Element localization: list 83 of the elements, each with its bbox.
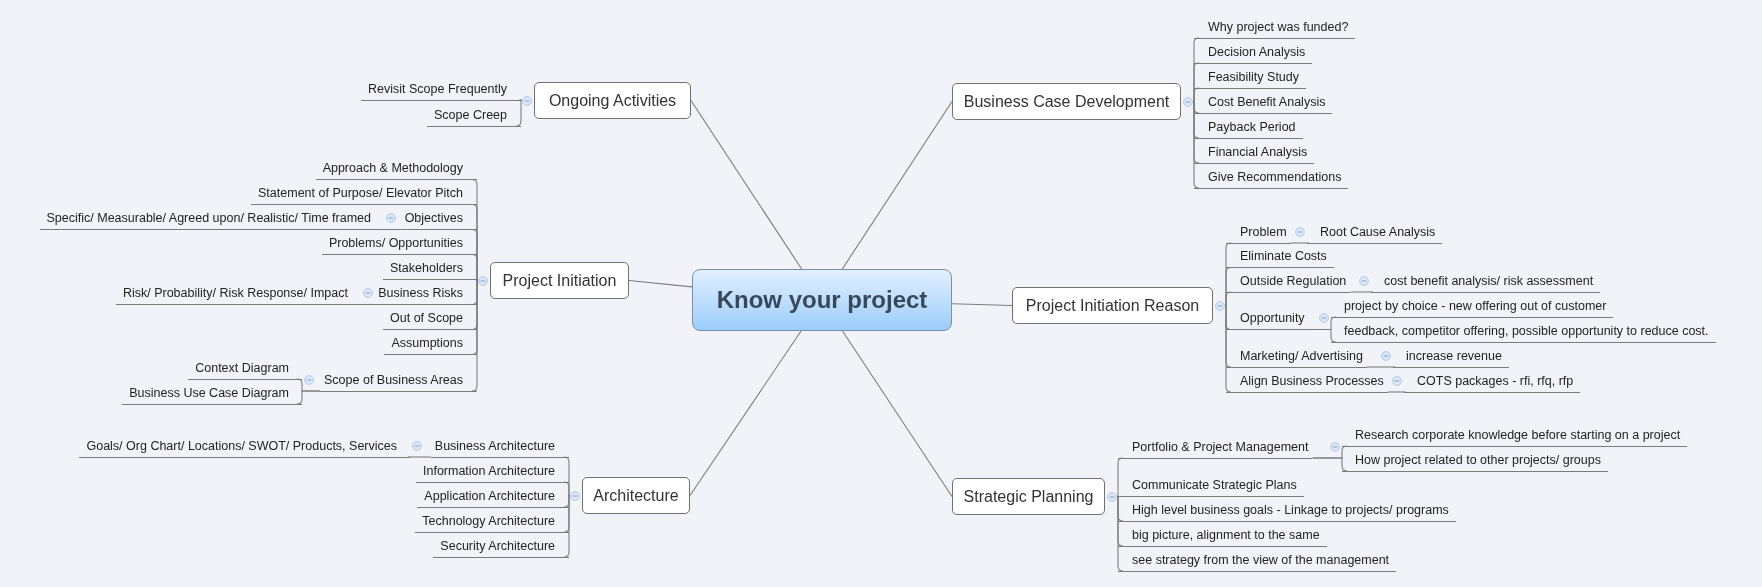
subtopic: Out of Scope bbox=[383, 308, 477, 330]
branch-line bbox=[407, 456, 432, 458]
subtopic: Statement of Purpose/ Elevator Pitch bbox=[251, 183, 477, 205]
subtopic: Risk/ Probability/ Risk Response/ Impact bbox=[115, 283, 361, 305]
subtopic: How project related to other projects/ groups bbox=[1342, 449, 1608, 472]
subtopic: Cost Benefit Analysis bbox=[1194, 91, 1333, 114]
main-topic: Project Initiation Reason bbox=[1012, 287, 1213, 324]
subtopic: Problems/ Opportunities bbox=[321, 233, 477, 255]
main-topic: Business Case Development bbox=[952, 83, 1181, 120]
branch-line bbox=[474, 278, 479, 281]
subtopic: see strategy from the view of the management bbox=[1118, 549, 1397, 572]
branch-line bbox=[1224, 291, 1232, 307]
branch-line bbox=[1349, 291, 1374, 293]
subtopic: Revisit Scope Frequently bbox=[361, 78, 521, 101]
subtopic: Marketing/ Advertising bbox=[1226, 345, 1367, 368]
branch-line bbox=[689, 330, 802, 497]
branch-line bbox=[1311, 457, 1348, 472]
subtopic: Align Business Processes bbox=[1226, 370, 1388, 393]
branch-line bbox=[1116, 495, 1124, 572]
main-topic: Architecture bbox=[582, 477, 690, 514]
subtopic: Research corporate knowledge before starting on a project bbox=[1342, 424, 1688, 447]
branch-line bbox=[951, 303, 1013, 307]
branch-line bbox=[1387, 391, 1407, 393]
subtopic: Business Architecture bbox=[430, 435, 569, 458]
subtopic: feedback, competitor offering, possible opportunity to reduce cost. bbox=[1331, 320, 1716, 343]
subtopic: increase revenue bbox=[1393, 345, 1509, 368]
main-topic: Strategic Planning bbox=[952, 478, 1105, 515]
subtopic: Security Architecture bbox=[433, 535, 569, 558]
subtopic: Stakeholders bbox=[383, 258, 477, 280]
branch-line bbox=[296, 390, 321, 405]
branch-line bbox=[563, 481, 571, 497]
main-topic: Ongoing Activities bbox=[534, 82, 691, 119]
subtopic: Outside Regulation bbox=[1226, 270, 1351, 293]
subtopic: High level business goals - Linkage to projects/ programs bbox=[1118, 499, 1456, 522]
subtopic: Specific/ Measurable/ Agreed upon/ Realistic/ Time framed bbox=[39, 208, 384, 230]
subtopic: Technology Architecture bbox=[415, 510, 569, 533]
branch-line bbox=[1192, 87, 1200, 103]
branch-line bbox=[1192, 100, 1200, 189]
branch-line bbox=[1290, 242, 1310, 244]
subtopic: Scope Creep bbox=[427, 104, 521, 127]
subtopic: Eliminate Costs bbox=[1226, 246, 1334, 268]
subtopic: Problem bbox=[1226, 221, 1291, 244]
subtopic: Give Recommendations bbox=[1194, 166, 1349, 189]
subtopic: Approach & Methodology bbox=[315, 158, 477, 180]
subtopic: Portfolio & Project Management bbox=[1118, 436, 1313, 459]
subtopic: Business Use Case Diagram bbox=[122, 382, 302, 405]
subtopic: Business Risks bbox=[374, 283, 477, 305]
subtopic: Communicate Strategic Plans bbox=[1118, 475, 1304, 497]
branch-line bbox=[381, 228, 402, 231]
branch-line bbox=[1366, 366, 1396, 368]
branch-line bbox=[628, 279, 693, 288]
subtopic: Scope of Business Areas bbox=[320, 369, 477, 392]
subtopic: Application Architecture bbox=[417, 485, 569, 508]
subtopic: Context Diagram bbox=[188, 357, 302, 380]
subtopic: Financial Analysis bbox=[1194, 141, 1315, 164]
branch-line bbox=[1308, 328, 1337, 343]
branch-line bbox=[690, 99, 803, 270]
branch-line bbox=[1116, 457, 1124, 498]
branch-line bbox=[471, 253, 479, 282]
subtopic: Feasibility Study bbox=[1194, 66, 1306, 89]
subtopic: cost benefit analysis/ risk assessment bbox=[1371, 270, 1601, 293]
subtopic: big picture, alignment to the same bbox=[1118, 524, 1327, 547]
branch-line bbox=[471, 279, 479, 392]
branch-line bbox=[841, 100, 953, 270]
branch-line bbox=[1224, 304, 1232, 393]
subtopic: Root Cause Analysis bbox=[1307, 221, 1443, 244]
subtopic: Payback Period bbox=[1194, 116, 1303, 139]
main-topic: Project Initiation bbox=[490, 262, 629, 299]
subtopic: Information Architecture bbox=[416, 460, 569, 483]
subtopic: project by choice - new offering out of customer bbox=[1331, 295, 1614, 318]
subtopic: Goals/ Org Chart/ Locations/ SWOT/ Products, Services bbox=[79, 435, 410, 458]
subtopic: Why project was funded? bbox=[1194, 16, 1356, 39]
subtopic: Assumptions bbox=[384, 333, 477, 355]
subtopic: Decision Analysis bbox=[1194, 41, 1313, 64]
branch-line bbox=[518, 99, 523, 101]
subtopic: Objectives bbox=[400, 208, 477, 230]
branch-line bbox=[563, 494, 571, 558]
branch-line bbox=[515, 99, 523, 127]
subtopic: Opportunity bbox=[1226, 308, 1309, 330]
subtopic: COTS packages - rfi, rfq, rfp bbox=[1404, 370, 1581, 393]
branch-line bbox=[358, 303, 375, 306]
central-topic: Know your project bbox=[692, 269, 952, 331]
branch-line bbox=[841, 330, 953, 498]
